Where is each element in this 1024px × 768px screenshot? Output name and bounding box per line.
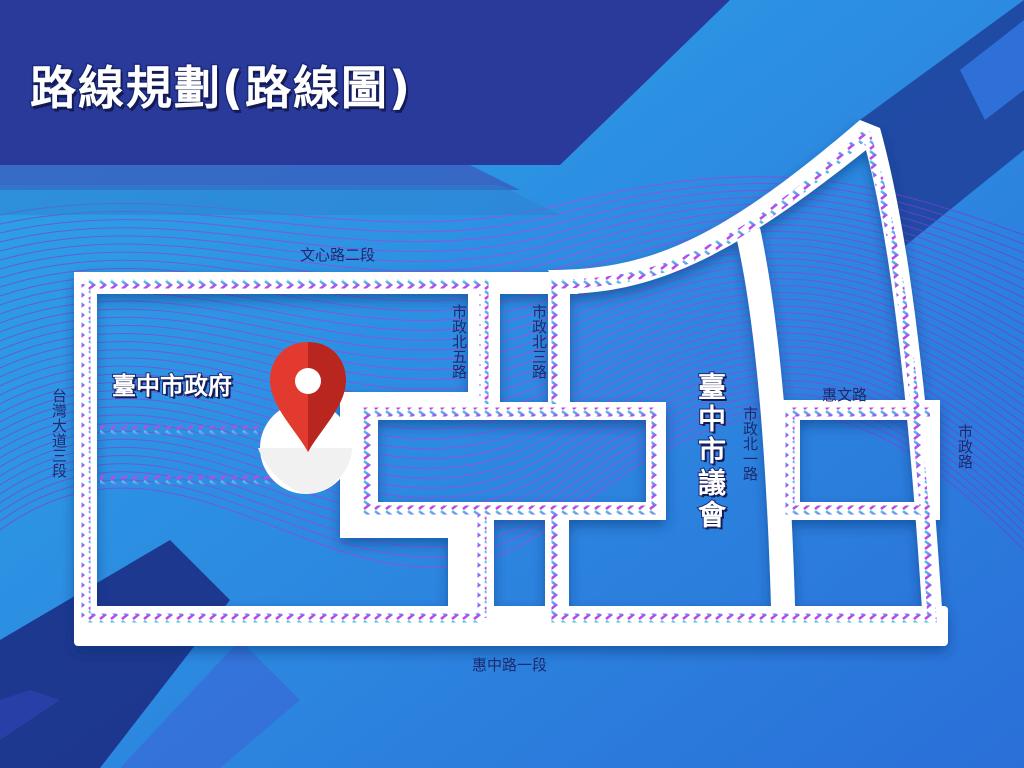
city-hall-label: 臺中市政府 [111,371,233,401]
city-hall-marker [258,342,352,494]
road-label-shizheng-n3: 市政北三路 [530,304,548,379]
wave-line [0,366,1024,499]
title-banner [0,0,730,215]
road-label-shizheng: 市政路 [956,424,974,469]
wave-line [0,291,1024,391]
road-label-shizheng-n1: 市政北一路 [741,406,759,481]
road-label-huizhong: 惠中路一段 [472,656,548,674]
wave-line [0,346,1024,469]
wave-line [0,339,1024,459]
wave-line [0,217,1024,290]
road-label-huiwen: 惠文路 [822,386,868,404]
wave-line [0,189,1024,254]
wave-line [0,203,1024,272]
wave-line [0,379,1024,519]
wave-line [0,298,1024,400]
wave-line [0,413,1024,568]
wave-line [0,196,1024,263]
wave-line [0,210,1024,281]
wave-line [0,407,1024,558]
road-label-wenxin: 文心路二段 [300,246,376,264]
wave-line [0,373,1024,509]
wave-line [0,352,1024,479]
wave-line [0,285,1024,381]
wave-line [0,224,1024,299]
council-label: 臺中市議會 [693,371,728,533]
wave-line [0,332,1024,450]
road-label-shizheng-n5: 市政北五路 [450,304,468,379]
page-title: 路線規劃(路線圖) [28,60,413,117]
map-pin-icon [270,342,346,452]
route-arrows [81,125,937,623]
road-label-taiwan-blvd: 台灣大道三段 [50,388,68,478]
